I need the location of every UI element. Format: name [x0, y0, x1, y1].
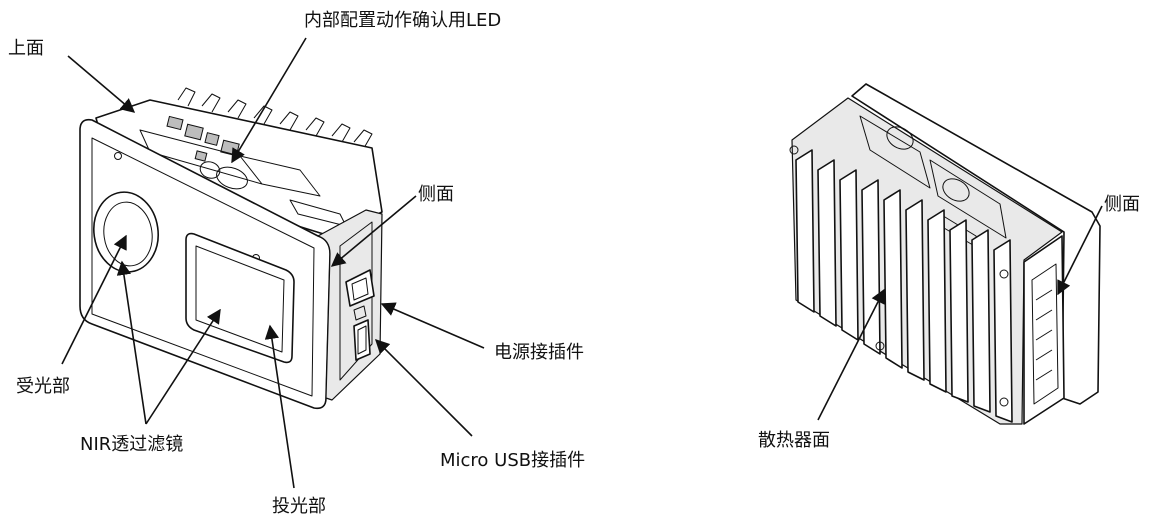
label-power-connector: 电源接插件: [494, 342, 584, 363]
arrow-side-face-back: [1057, 205, 1103, 296]
label-heatsink-face: 散热器面: [758, 430, 830, 451]
arrow-receiver: [61, 234, 127, 365]
arrow-nir-filter-1: [116, 260, 147, 425]
label-nir-filter: NIR透过滤镜: [80, 434, 184, 455]
back-device-view: [789, 83, 1101, 425]
back-screw-4: [999, 397, 1009, 407]
arrow-side-face-front: [330, 195, 417, 267]
arrow-nir-filter-2: [145, 308, 221, 425]
arrow-micro-usb: [374, 338, 473, 437]
arrow-internal-led: [231, 37, 307, 164]
receiver-window: [93, 191, 159, 273]
label-side-face-back: 侧面: [1104, 194, 1140, 215]
label-side-face-front: 侧面: [418, 184, 454, 205]
label-micro-usb-connector: Micro USB接插件: [440, 450, 586, 471]
back-screw-2: [999, 269, 1009, 279]
label-internal-led: 内部配置动作确认用LED: [304, 10, 502, 31]
arrow-power-connector: [380, 302, 485, 349]
arrow-emitter: [264, 324, 295, 489]
callout-arrows: [61, 37, 1103, 489]
label-emitter: 投光部: [272, 496, 326, 517]
arrow-top-face: [67, 55, 136, 113]
power-connector-shape: [345, 269, 375, 321]
back-screw-3: [875, 341, 885, 351]
screw-top-left: [114, 152, 122, 160]
back-device-side-label-plate: [1023, 235, 1065, 425]
arrow-heatsink-face: [817, 288, 885, 421]
label-top-face: 上面: [8, 38, 44, 59]
micro-usb-connector-shape: [353, 319, 371, 361]
front-device-view: [79, 87, 383, 410]
back-screw-1: [789, 145, 799, 155]
label-receiver: 受光部: [16, 376, 70, 397]
